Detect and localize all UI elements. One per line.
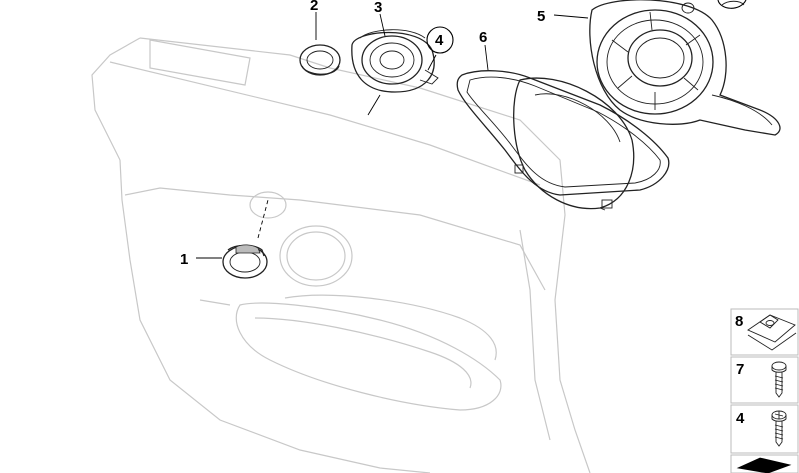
callout-6: 6 — [479, 29, 487, 46]
legend-box-8: 8 — [730, 308, 799, 356]
leader-5 — [553, 14, 589, 19]
leader-3 — [379, 13, 386, 37]
callout-4-circle: 4 — [426, 26, 454, 54]
legend-label-7: 7 — [736, 361, 744, 378]
door-trim-panel — [91, 37, 591, 473]
screw-icon — [771, 361, 787, 398]
callout-5: 5 — [537, 8, 545, 25]
callout-1: 1 — [180, 251, 188, 268]
part-3-speaker — [351, 29, 439, 116]
callout-2: 2 — [310, 0, 318, 14]
leader-6 — [484, 44, 489, 71]
legend-label-4: 4 — [736, 410, 745, 427]
part-2-ring — [299, 44, 341, 76]
legend-box-partial — [730, 454, 799, 473]
callout-4: 4 — [435, 32, 444, 49]
legend-box-4: 4 — [730, 404, 799, 454]
clip-nut-icon — [747, 314, 797, 351]
part-5-woofer — [589, 0, 781, 136]
callout-top-right-circle — [717, 0, 747, 9]
legend-box-7: 7 — [730, 356, 799, 404]
leader-4 — [427, 54, 437, 71]
screw-icon — [771, 410, 787, 447]
part-6-speaker-housing — [456, 70, 670, 211]
legend-label-8: 8 — [735, 313, 743, 330]
callout-3: 3 — [374, 0, 382, 16]
part-1-tweeter-ring — [222, 199, 269, 279]
